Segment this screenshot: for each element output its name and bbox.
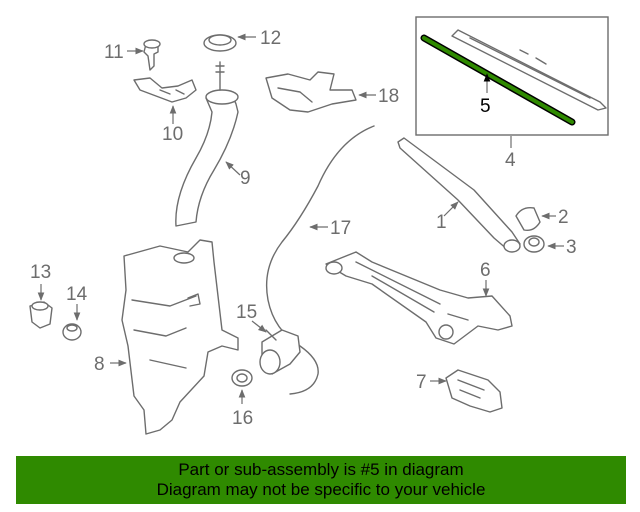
callout-12: 12 <box>260 28 281 49</box>
part-8-washer-reservoir <box>121 239 239 435</box>
part-2-cap <box>515 206 541 232</box>
callout-6: 6 <box>480 260 491 281</box>
callout-9: 9 <box>240 168 251 189</box>
part-1-wiper-arm <box>397 137 521 253</box>
callout-14: 14 <box>66 284 88 305</box>
banner-line-part: Part or sub-assembly is #5 in diagram <box>178 460 464 479</box>
callout-10: 10 <box>162 124 183 145</box>
part-18-bracket <box>265 71 357 113</box>
part-12-cap <box>203 34 237 52</box>
wiper-blade-assembly <box>451 29 607 111</box>
callout-13: 13 <box>30 262 51 283</box>
parts-diagram: 5 4 11 12 10 9 18 17 1 <box>29 16 609 435</box>
part-14-grommet <box>62 323 82 341</box>
blade-inset-box <box>415 16 609 136</box>
callout-7: 7 <box>416 372 427 393</box>
wiper-blade-insert-highlighted <box>420 34 576 126</box>
callout-16: 16 <box>232 408 253 429</box>
part-13-grommet <box>29 301 53 329</box>
part-6-wiper-linkage <box>325 251 513 345</box>
callout-18: 18 <box>378 86 399 107</box>
leader-15 <box>251 320 267 333</box>
part-3-nut <box>523 235 545 253</box>
callout-5: 5 <box>480 96 491 117</box>
callout-17: 17 <box>330 218 351 239</box>
part-15-washer-pump <box>259 329 301 375</box>
callout-11: 11 <box>104 42 124 63</box>
part-10-bracket <box>133 77 197 103</box>
callout-8: 8 <box>94 354 105 375</box>
part-16-seal <box>231 369 253 387</box>
callout-4: 4 <box>505 150 516 171</box>
part-7-wiper-motor <box>445 369 503 413</box>
info-banner: Part or sub-assembly is #5 in diagram Di… <box>16 456 626 504</box>
callout-2: 2 <box>558 207 569 228</box>
callout-1: 1 <box>436 212 447 233</box>
leader-1 <box>443 201 459 217</box>
banner-line-disclaimer: Diagram may not be specific to your vehi… <box>156 480 486 499</box>
callout-3: 3 <box>566 237 577 258</box>
callout-15: 15 <box>236 302 257 323</box>
leader-9 <box>225 161 241 176</box>
part-11-clip <box>143 39 161 71</box>
part-17-washer-hose <box>265 125 375 395</box>
part-9-filler-neck <box>175 61 239 227</box>
